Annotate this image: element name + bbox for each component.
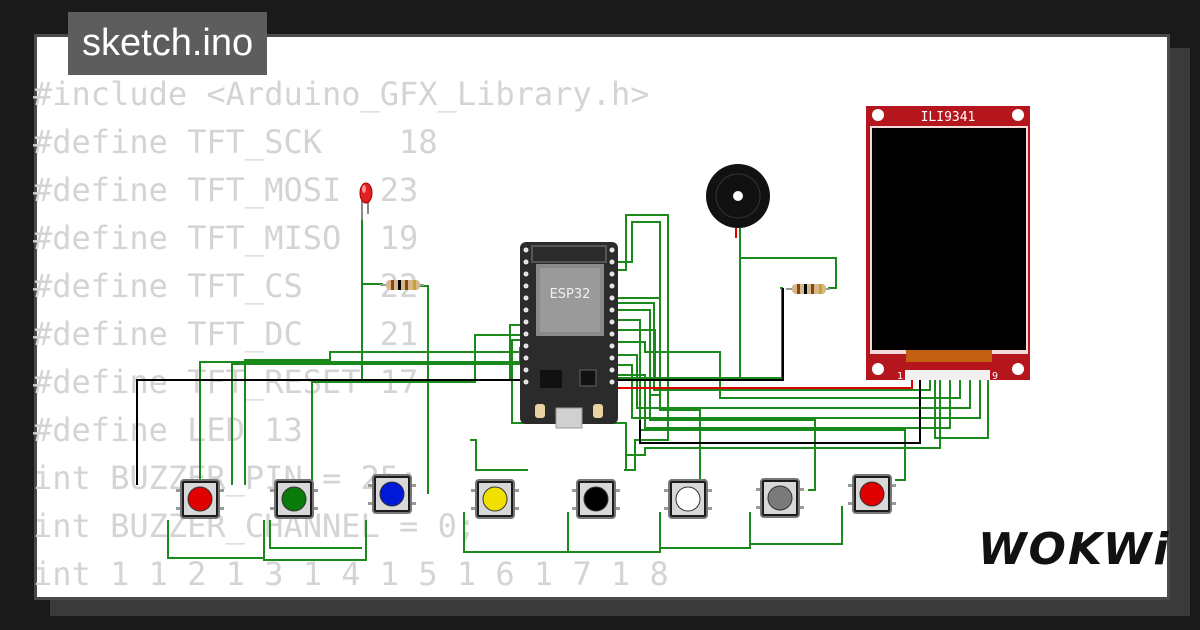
push-buttons: [176, 474, 896, 519]
green-wires: [167, 210, 989, 561]
code-line: int BUZZER_CHANNEL = 0;: [33, 507, 477, 545]
button-blue[interactable]: [368, 474, 416, 514]
button-black[interactable]: [572, 479, 620, 519]
file-tab[interactable]: sketch.ino: [68, 12, 268, 75]
resistor-2[interactable]: [786, 284, 830, 294]
display-pin-first: 1: [897, 371, 903, 382]
esp32-board[interactable]: ESP32: [520, 242, 618, 429]
code-line: #define TFT_MOSI 23: [33, 171, 419, 209]
mcu-label: ESP32: [550, 287, 591, 302]
button-red-2[interactable]: [848, 474, 896, 514]
code-line: #define TFT_SCK 18: [33, 123, 438, 161]
code-line: #define TFT_MISO 19: [33, 219, 419, 257]
ili9341-display[interactable]: ILI9341 1 9: [866, 106, 1030, 382]
buzzer[interactable]: [706, 164, 770, 228]
wokwi-logo: WOKWi: [978, 524, 1171, 575]
esp32-pins: [523, 247, 615, 385]
display-pin-last: 9: [992, 371, 998, 382]
code-line: int 1 1 2 1 3 1 4 1 5 1 6 1 7 1 8: [33, 555, 669, 593]
button-green[interactable]: [270, 479, 318, 519]
button-red-1[interactable]: [176, 479, 224, 519]
resistor-1[interactable]: [380, 280, 424, 290]
code-line: #define LED 13: [33, 411, 303, 449]
code-background: #include <Arduino_GFX_Library.h> #define …: [33, 70, 669, 598]
code-line: #define TFT_DC 21: [33, 315, 419, 353]
button-yellow[interactable]: [471, 479, 519, 519]
led[interactable]: [359, 182, 373, 220]
button-gray[interactable]: [756, 478, 804, 518]
display-label: ILI9341: [921, 110, 976, 125]
button-white[interactable]: [664, 479, 712, 519]
code-line: #include <Arduino_GFX_Library.h>: [33, 75, 650, 113]
black-wires: [136, 288, 921, 485]
